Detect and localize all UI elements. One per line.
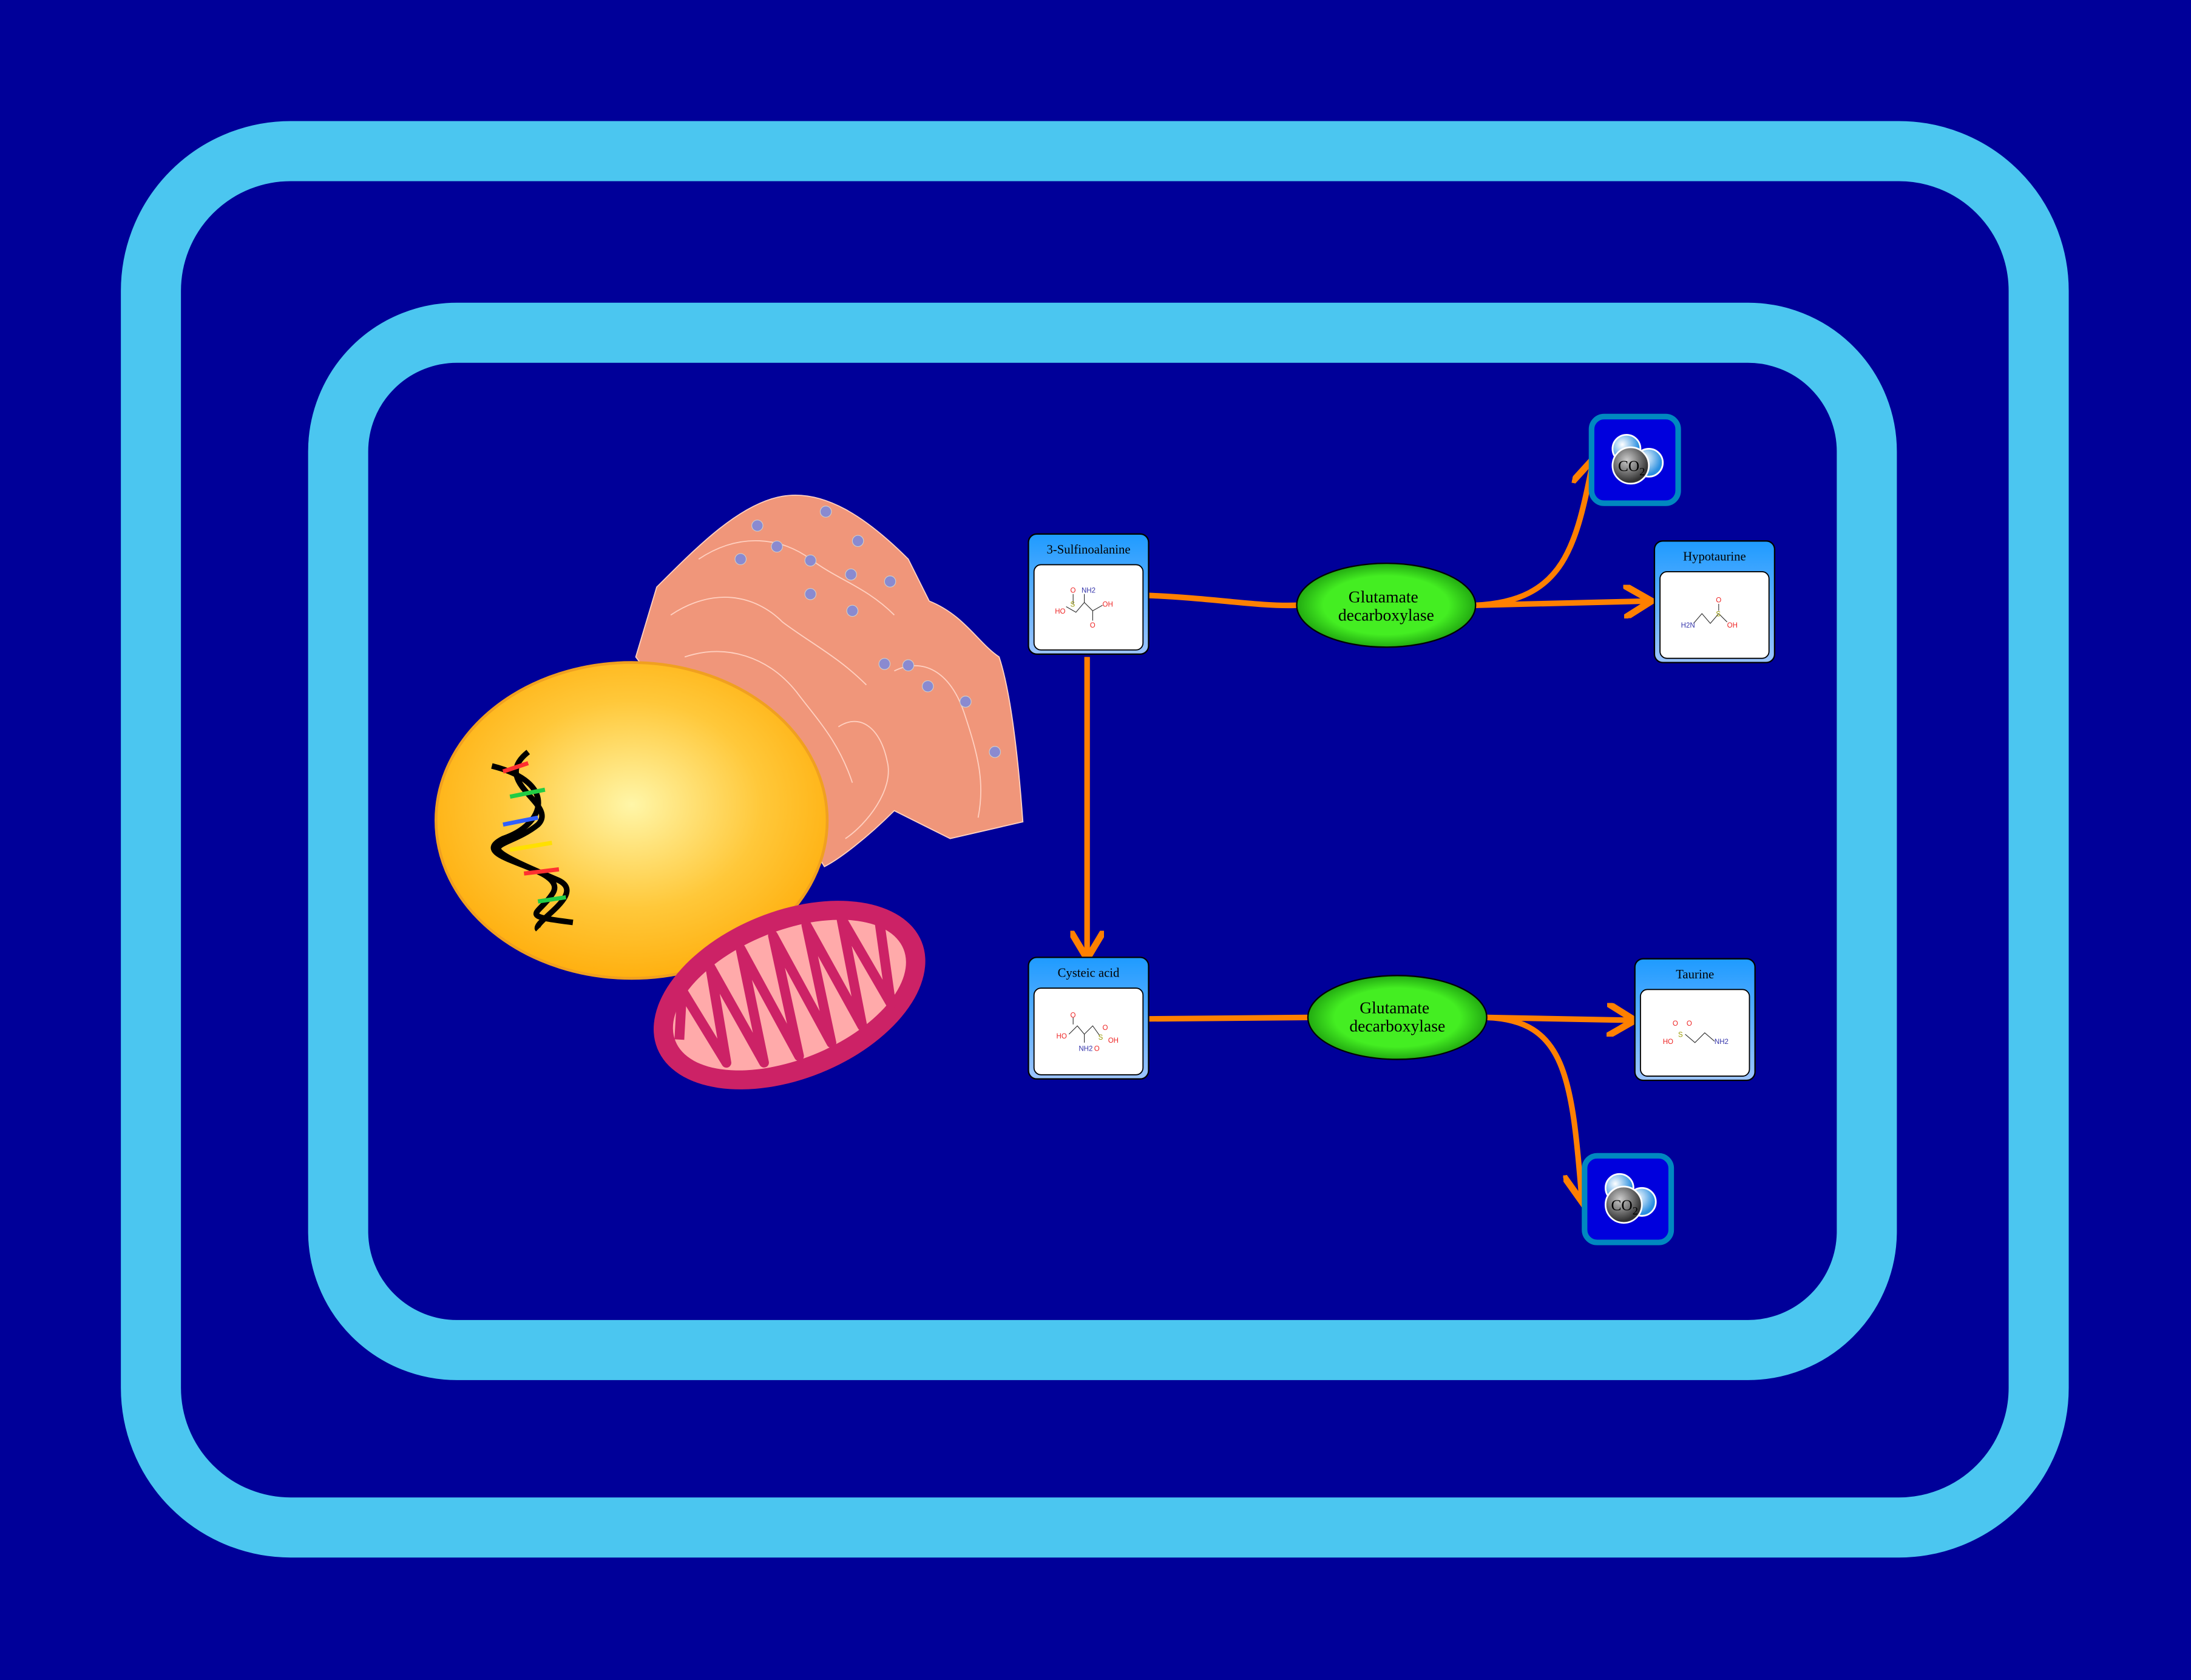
svg-text:O: O [1103, 1025, 1108, 1032]
enzyme-glutamate-decarboxylase-1[interactable]: Glutamate decarboxylase [1296, 562, 1477, 648]
arrow-enzyme1-to-co2 [1475, 461, 1593, 608]
metabolite-label: Hypotaurine [1683, 550, 1746, 564]
nucleus [435, 661, 829, 980]
metabolite-hypotaurine[interactable]: Hypotaurine O S OH H2N [1653, 540, 1776, 663]
endoplasmic-reticulum [635, 495, 1024, 867]
co2-label: CO2 [1618, 458, 1645, 478]
svg-text:O: O [1687, 1020, 1692, 1028]
arrow-sulfinoalanine-to-enzyme1 [1148, 592, 1297, 609]
metabolite-cysteic-acid[interactable]: Cysteic acid O HO NH2 O S O OH [1028, 957, 1150, 1080]
svg-text:O: O [1090, 622, 1096, 629]
co2-molecule-icon [1611, 433, 1664, 485]
structure-cysteic-acid: O HO NH2 O S O OH [1057, 1012, 1119, 1052]
co2-node-1[interactable]: CO2 [1588, 413, 1681, 506]
svg-text:O: O [1071, 587, 1076, 594]
arrow-cysteic-acid-to-enzyme2 [1148, 1014, 1308, 1022]
svg-text:HO: HO [1663, 1038, 1673, 1046]
reaction-arrows [1087, 461, 1649, 1199]
co2-node-2[interactable]: CO2 [1582, 1153, 1675, 1245]
metabolite-label: 3-Sulfinoalanine [1046, 543, 1130, 557]
svg-text:H2N: H2N [1681, 622, 1695, 629]
co2-label: CO2 [1611, 1197, 1638, 1217]
enzyme-label-line1: Glutamate [1349, 588, 1418, 606]
svg-text:S: S [1678, 1032, 1683, 1039]
enzyme-label-line2: decarboxylase [1349, 1016, 1445, 1035]
mitochondrion [653, 901, 926, 1089]
svg-text:OH: OH [1103, 601, 1113, 609]
metabolite-3-sulfinoalanine[interactable]: 3-Sulfinoalanine O NH2 OH HO S O [1028, 533, 1150, 655]
svg-text:NH2: NH2 [1082, 587, 1096, 594]
svg-text:S: S [1099, 1034, 1103, 1042]
cell-membrane-inner [308, 302, 1897, 1380]
structure-taurine: O O S HO NH2 [1663, 1020, 1729, 1046]
enzyme-label-line1: Glutamate [1360, 998, 1429, 1017]
svg-text:S: S [1716, 611, 1721, 618]
arrow-enzyme1-to-hypotaurine [1475, 601, 1648, 605]
metabolite-taurine[interactable]: Taurine O O S HO NH2 [1634, 958, 1756, 1082]
svg-text:OH: OH [1727, 622, 1738, 629]
enzyme-label-line2: decarboxylase [1338, 606, 1434, 625]
svg-text:HO: HO [1055, 608, 1065, 615]
svg-text:NH2: NH2 [1715, 1038, 1729, 1046]
svg-text:NH2: NH2 [1079, 1046, 1092, 1053]
svg-text:O: O [1071, 1012, 1076, 1019]
cell-membrane-outer [121, 121, 2069, 1558]
svg-text:O: O [1673, 1020, 1678, 1028]
metabolite-label: Taurine [1676, 968, 1714, 981]
svg-text:HO: HO [1057, 1033, 1067, 1040]
dna-helix-icon [490, 750, 574, 932]
enzyme-glutamate-decarboxylase-2[interactable]: Glutamate decarboxylase [1307, 975, 1488, 1060]
structure-3-sulfinoalanine: O NH2 OH HO S O [1055, 587, 1113, 629]
svg-text:S: S [1071, 601, 1075, 609]
arrow-enzyme2-to-co2 [1486, 1014, 1582, 1199]
svg-text:O: O [1716, 597, 1721, 605]
structure-hypotaurine: O S OH H2N [1681, 597, 1738, 629]
svg-text:O: O [1094, 1046, 1100, 1053]
co2-molecule-icon [1604, 1173, 1657, 1224]
metabolite-label: Cysteic acid [1058, 967, 1120, 980]
svg-text:OH: OH [1108, 1037, 1119, 1045]
